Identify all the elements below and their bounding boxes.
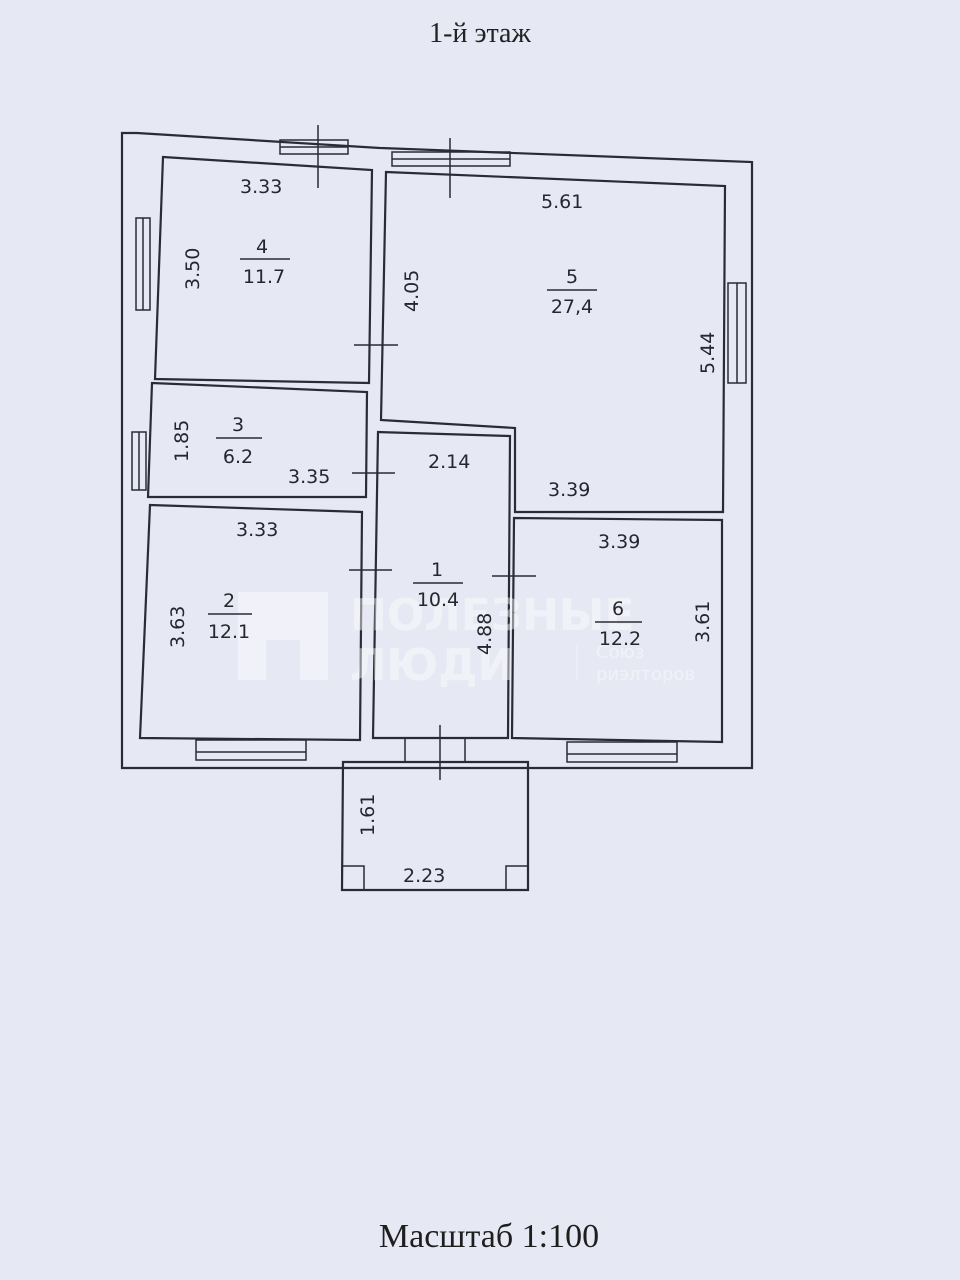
doors <box>317 125 536 780</box>
room-5-outline <box>379 170 727 514</box>
room-4-outline <box>153 155 374 385</box>
porch-post-left <box>341 865 365 891</box>
watermark: ПОЛЕЗНЫЕ ЛЮДИ Союз риэлторов <box>238 590 695 691</box>
room-5-number: 5 <box>566 266 578 288</box>
room-4-width: 3.33 <box>240 176 282 198</box>
svg-text:Союз: Союз <box>596 642 644 663</box>
svg-text:риэлторов: риэлторов <box>596 664 695 685</box>
room-5-bottom-width: 3.39 <box>548 479 590 501</box>
room-1-number: 1 <box>431 559 443 581</box>
room-3-width: 3.35 <box>288 466 330 488</box>
room-5-width: 5.61 <box>541 191 583 213</box>
room-2-height: 3.63 <box>167 606 189 648</box>
room-6-number: 6 <box>612 598 624 620</box>
porch-width: 2.23 <box>403 865 445 887</box>
room-2-number: 2 <box>223 590 235 612</box>
room-1-height: 4.88 <box>474 613 496 655</box>
room-5-right-height: 5.44 <box>697 332 719 374</box>
room-2-area: 12.1 <box>208 621 250 643</box>
room-6-width: 3.39 <box>598 531 640 553</box>
outer-wall <box>120 131 754 770</box>
room-6-height: 3.61 <box>692 601 714 643</box>
porch-post-right <box>505 865 529 891</box>
svg-text:ЛЮДИ: ЛЮДИ <box>350 640 514 691</box>
room-1-area: 10.4 <box>417 589 459 611</box>
windows <box>131 139 747 763</box>
scale-label: Масштаб 1:100 <box>378 1218 600 1255</box>
room-3-area: 6.2 <box>223 446 253 468</box>
room-6-outline <box>510 516 724 744</box>
room-3-number: 3 <box>232 414 244 436</box>
room-6-area: 12.2 <box>599 628 641 650</box>
room-5-left-height: 4.05 <box>401 270 423 312</box>
porch-depth: 1.61 <box>357 794 379 836</box>
room-1-outline <box>371 430 512 740</box>
room-3-height: 1.85 <box>171 420 193 462</box>
floor-title: 1-й этаж <box>429 18 531 49</box>
room-1-width: 2.14 <box>428 451 470 473</box>
room-4-height: 3.50 <box>182 248 204 290</box>
svg-text:ПОЛЕЗНЫЕ: ПОЛЕЗНЫЕ <box>350 590 635 641</box>
room-4-number: 4 <box>256 236 268 258</box>
room-2-width: 3.33 <box>236 519 278 541</box>
room-5-area: 27,4 <box>551 296 593 318</box>
room-4-area: 11.7 <box>243 266 285 288</box>
room-2-outline <box>138 503 364 742</box>
room-3-outline <box>146 381 369 499</box>
